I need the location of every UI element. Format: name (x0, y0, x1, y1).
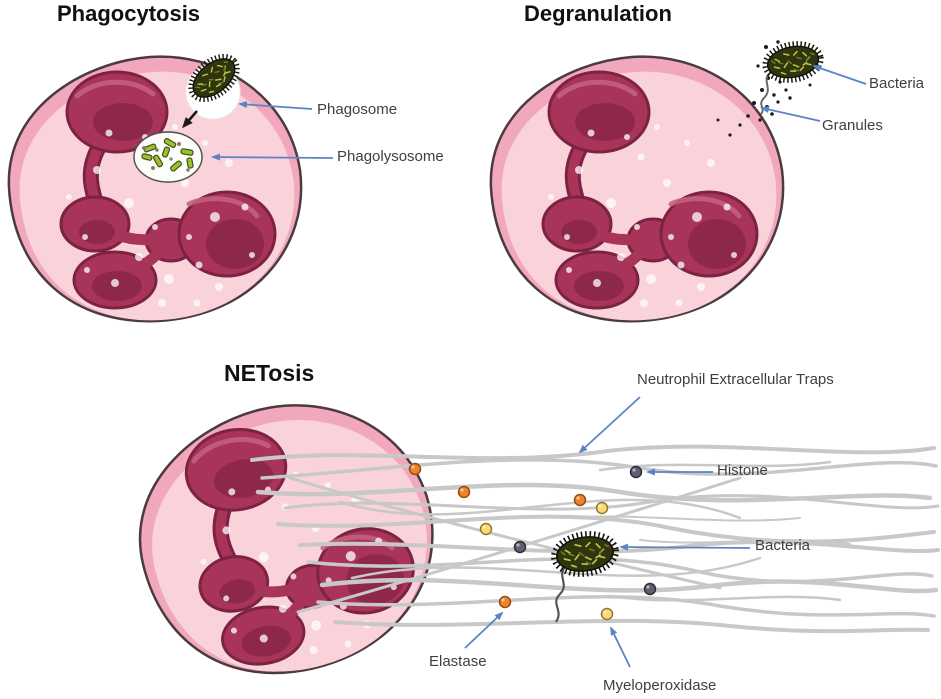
histone-label: Histone (717, 462, 768, 479)
engulf-arrow (182, 110, 198, 129)
nets-label: Neutrophil Extracellular Traps (637, 371, 834, 388)
elastase-label: Elastase (429, 653, 487, 670)
phagolysosome-vesicle (133, 131, 203, 183)
myeloperoxidase-label: Myeloperoxidase (603, 677, 717, 694)
phagocytosis-cell-illustration (7, 49, 303, 323)
net-fibers (250, 444, 940, 634)
elastase-arrow (464, 611, 504, 649)
dot-highlights (411, 465, 650, 614)
phagosome-arrow (238, 100, 313, 110)
nets-arrow (578, 396, 641, 454)
degranulation-title: Degranulation (524, 1, 672, 26)
bacteria-degranulation-label: Bacteria (869, 75, 925, 92)
bacteria-illustration (763, 40, 823, 83)
phagolysosome-arrow (211, 153, 334, 161)
bacteria-flagellum (555, 565, 567, 623)
bacteria-netosis-arrow (619, 543, 751, 551)
granules-label: Granules (822, 117, 883, 134)
degranulation-cell-illustration (489, 55, 785, 323)
bacteria-netosis-label: Bacteria (755, 537, 811, 554)
phagocytosis-title: Phagocytosis (57, 1, 201, 26)
bacteria-illustration (552, 531, 618, 577)
bacteria-degranulation-arrow (812, 64, 867, 85)
phagosome-label: Phagosome (317, 101, 398, 118)
granules-arrow (760, 106, 821, 122)
leader-arrows (211, 64, 867, 668)
netosis-title: NETosis (224, 360, 315, 386)
phagolysosome-label: Phagolysosome (337, 148, 444, 165)
myeloperoxidase-arrow (610, 626, 631, 668)
netosis-cell-illustration (118, 381, 455, 696)
